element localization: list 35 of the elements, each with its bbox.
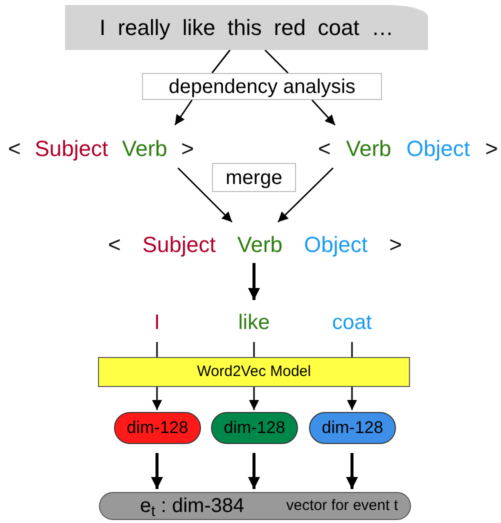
role-word: Subject: [34, 134, 108, 163]
word-label: I: [137, 308, 177, 338]
role-word: Verb: [346, 134, 392, 162]
step-label: merge: [212, 163, 296, 192]
event-vector-pill: e$_{t}$ : dim-384 vector for event t: [99, 492, 411, 520]
arrow: [248, 453, 260, 489]
role-word: Object: [304, 230, 368, 259]
vector-pill: dim-128: [114, 412, 201, 444]
arrow: [152, 387, 162, 410]
role-word: <: [108, 230, 121, 258]
role-word: Verb: [122, 134, 168, 162]
role-word: Subject: [142, 230, 216, 259]
role-word: Object: [406, 134, 470, 163]
arrow: [311, 100, 336, 126]
role-word: Verb: [237, 230, 283, 258]
arrow: [248, 263, 260, 300]
arrow: [277, 167, 334, 223]
process-box: dependency analysis: [142, 73, 382, 100]
role-word: >: [181, 134, 194, 162]
arrow: [347, 387, 357, 410]
word-label: like: [229, 308, 279, 338]
sentence-box: I really like this red coat …: [65, 5, 428, 50]
vector-pill: dim-128: [211, 412, 298, 444]
arrow: [346, 453, 358, 489]
arrow: [151, 453, 163, 489]
word-label: coat: [322, 308, 382, 338]
role-word: >: [389, 230, 402, 258]
role-word: >: [485, 134, 498, 162]
role-word: <: [8, 134, 21, 162]
role-word: <: [318, 134, 331, 162]
model-box: Word2Vec Model: [98, 357, 410, 387]
arrow: [249, 387, 259, 410]
arrow: [174, 100, 193, 126]
vector-pill: dim-128: [309, 412, 396, 444]
arrow: [177, 167, 233, 223]
